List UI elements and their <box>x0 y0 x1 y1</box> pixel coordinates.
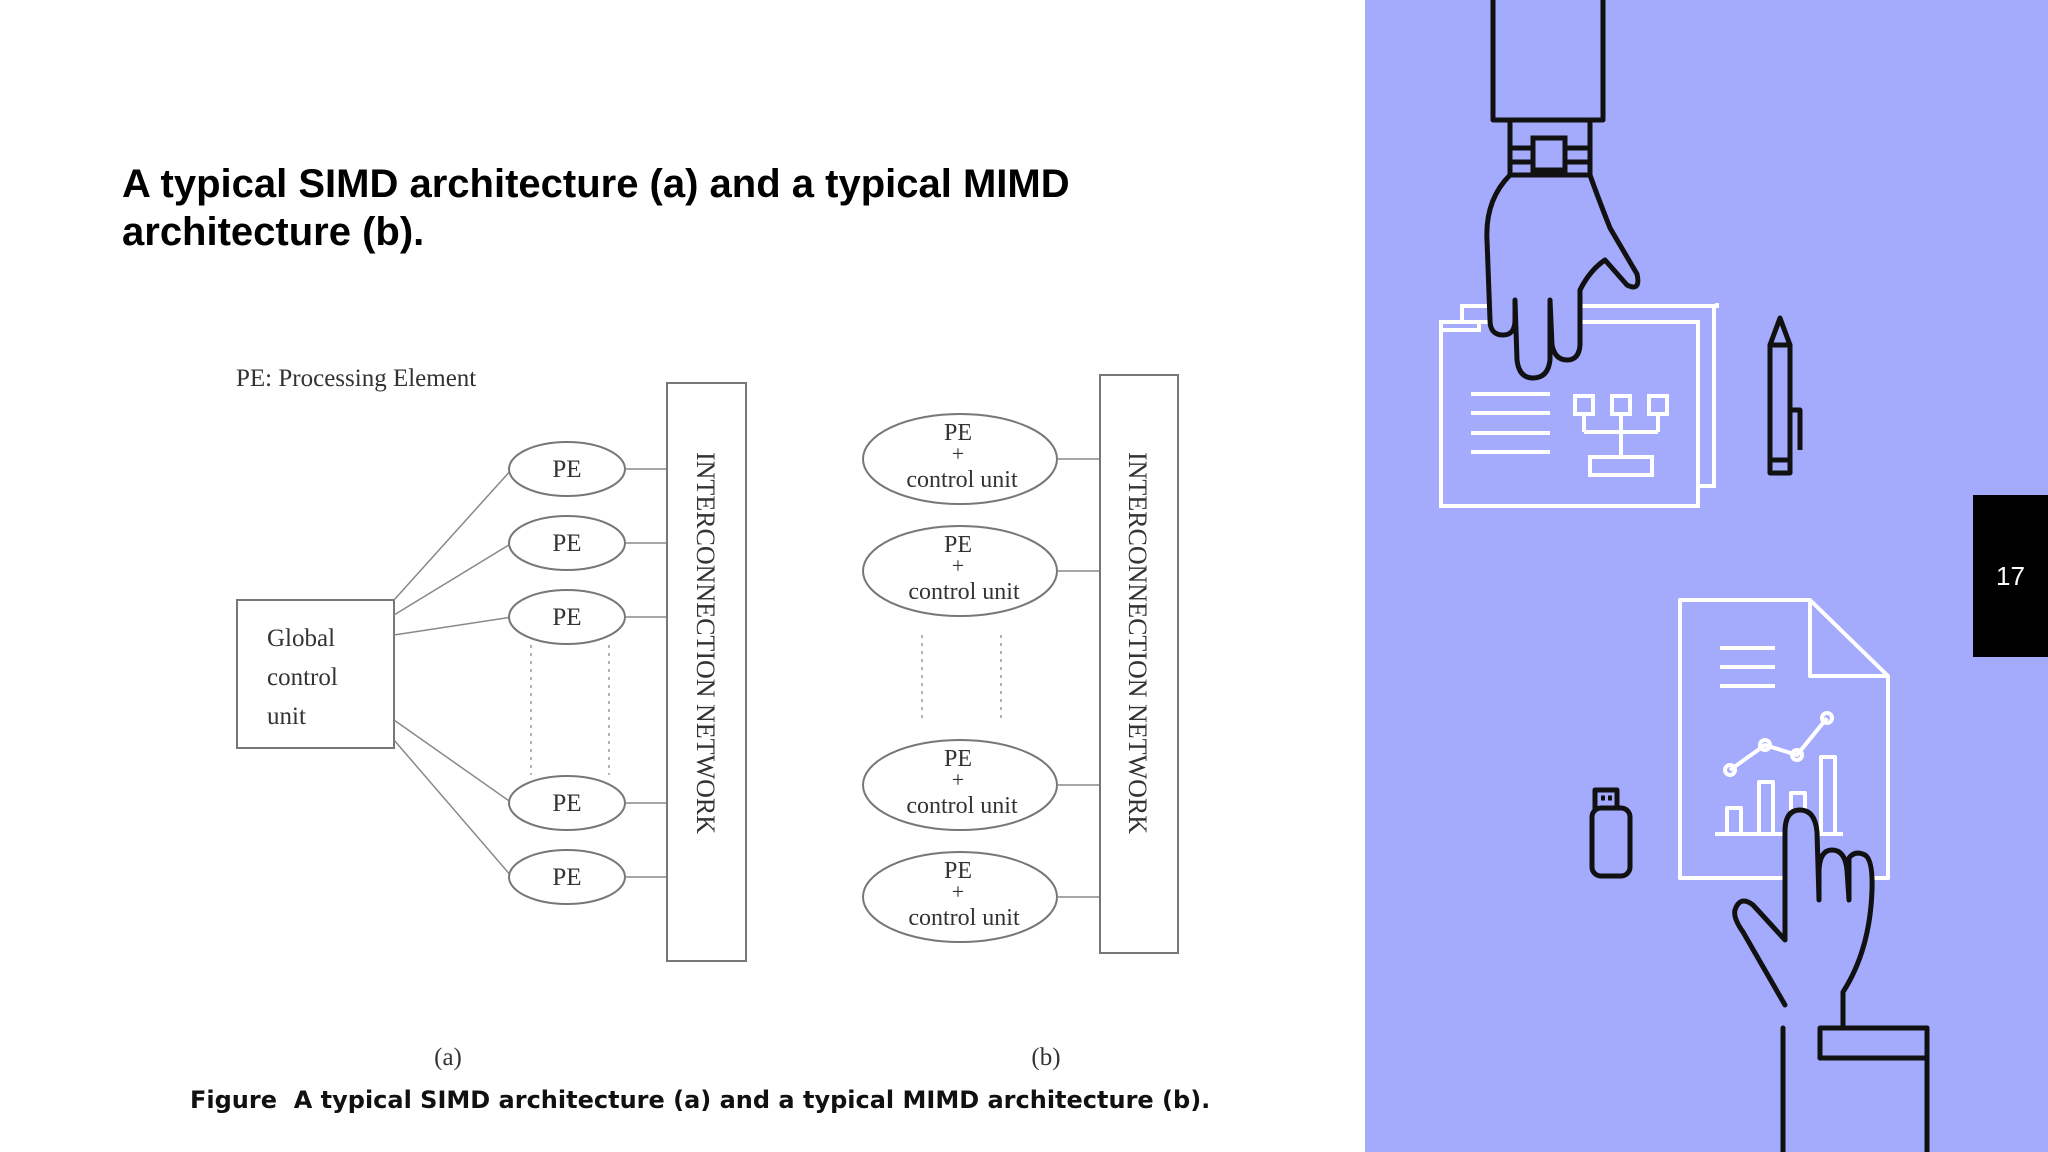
mimd-interconnection-network <box>1099 374 1179 954</box>
svg-text:PE: PE <box>552 456 581 483</box>
hand-icon <box>1732 807 1930 1152</box>
svg-text:control unit: control unit <box>908 579 1020 605</box>
svg-text:control unit: control unit <box>906 793 1018 819</box>
mimd-pe-list: PE + control unit PE + control unit PE +… <box>862 413 1100 943</box>
control-unit-line-1: Global <box>267 625 335 652</box>
wristwatch-icon <box>1510 135 1590 173</box>
pen-icon <box>1767 315 1803 476</box>
simd-pe-list: PE PE PE PE PE <box>508 441 667 905</box>
svg-text:PE: PE <box>944 858 972 884</box>
svg-text:+: + <box>952 879 964 904</box>
simd-pe-node: PE <box>508 849 667 905</box>
simd-pe-node: PE <box>508 441 667 497</box>
decorative-panel <box>1365 0 2048 1152</box>
svg-text:PE: PE <box>552 790 581 817</box>
svg-text:PE: PE <box>552 530 581 557</box>
svg-text:control unit: control unit <box>906 467 1018 493</box>
control-connections <box>393 468 513 878</box>
svg-text:control unit: control unit <box>908 905 1020 931</box>
svg-text:+: + <box>952 441 964 466</box>
mimd-ellipsis-dots <box>921 635 1002 720</box>
mimd-network-label: INTERCONNECTION NETWORK <box>1123 452 1152 834</box>
architecture-diagram: PE: Processing Element Global control un… <box>236 365 1179 1071</box>
control-unit-line-3: unit <box>267 703 306 730</box>
svg-text:PE: PE <box>552 864 581 891</box>
simd-ellipsis-dots <box>530 645 610 775</box>
global-control-unit-box <box>236 599 395 749</box>
illustration <box>1439 0 1930 1152</box>
org-chart-icon <box>1573 394 1669 477</box>
panel-b-label: (b) <box>1031 1044 1060 1071</box>
figure-caption: Figure A typical SIMD architecture (a) a… <box>190 1086 1211 1114</box>
page-number-badge: 17 <box>1973 495 2048 657</box>
svg-text:PE: PE <box>552 604 581 631</box>
svg-text:PE: PE <box>944 420 972 446</box>
svg-text:PE: PE <box>944 746 972 772</box>
control-unit-line-2: control <box>267 664 338 691</box>
slide-title: A typical SIMD architecture (a) and a ty… <box>122 162 1070 254</box>
mimd-pe-node: PE + control unit <box>862 739 1100 831</box>
svg-text:PE: PE <box>944 532 972 558</box>
usb-drive-icon <box>1589 787 1633 879</box>
mimd-pe-node: PE + control unit <box>862 413 1100 505</box>
simd-network-label: INTERCONNECTION NETWORK <box>691 452 720 834</box>
svg-text:+: + <box>952 553 964 578</box>
simd-pe-node: PE <box>508 589 667 645</box>
svg-text:+: + <box>952 767 964 792</box>
simd-interconnection-network <box>666 382 747 962</box>
legend-label: PE: Processing Element <box>236 365 476 392</box>
panel-a-label: (a) <box>434 1044 462 1071</box>
simd-pe-node: PE <box>508 775 667 831</box>
simd-pe-node: PE <box>508 515 667 571</box>
mimd-pe-node: PE + control unit <box>862 525 1100 617</box>
mimd-pe-node: PE + control unit <box>862 851 1100 943</box>
